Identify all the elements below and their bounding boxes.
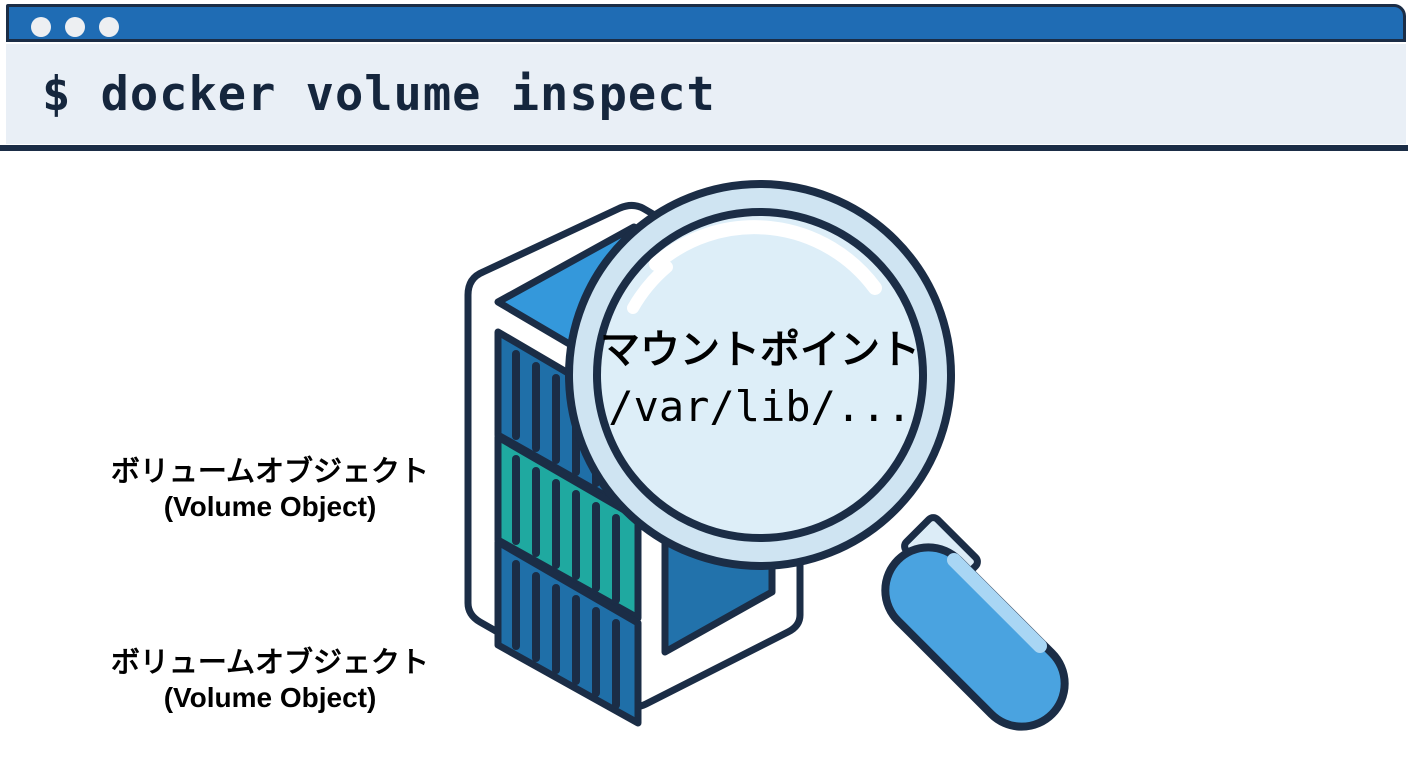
label-volume-object-top-en: (Volume Object) bbox=[163, 491, 377, 523]
magnifier-gloss-small bbox=[627, 261, 673, 314]
magnifier-lens-line-1: マウントポイント bbox=[600, 328, 920, 372]
label-volume-object-bottom-en: (Volume Object) bbox=[163, 682, 377, 714]
label-volume-object-top: ボリュームオブジェクト (Volume Object) bbox=[30, 455, 510, 525]
label-volume-object-bottom: ボリュームオブジェクト (Volume Object) bbox=[30, 646, 510, 716]
minimize-window-button[interactable] bbox=[65, 17, 85, 37]
label-volume-object-bottom-jp: ボリュームオブジェクト bbox=[110, 647, 430, 679]
command-prompt-text: $ docker volume inspect bbox=[42, 66, 716, 122]
magnifier-lens bbox=[593, 208, 927, 542]
box-slab-3-stripes bbox=[512, 560, 620, 709]
terminal-command-bar[interactable]: $ docker volume inspect bbox=[6, 44, 1406, 144]
box-left-face bbox=[494, 328, 642, 727]
chrome-divider bbox=[0, 145, 1408, 151]
maximize-window-button[interactable] bbox=[99, 17, 119, 37]
illustration-volume-inspect: マウントポイント /var/lib/... bbox=[420, 160, 1180, 760]
magnifier: マウントポイント /var/lib/... bbox=[565, 180, 1069, 731]
magnifier-gloss-large bbox=[649, 220, 882, 295]
window-titlebar bbox=[6, 4, 1406, 42]
label-volume-object-top-jp: ボリュームオブジェクト bbox=[110, 456, 430, 488]
magnifier-handle-highlight bbox=[947, 553, 1047, 653]
box-slab-2-stripes bbox=[512, 455, 620, 604]
magnifier-lens-line-2: /var/lib/... bbox=[608, 382, 911, 431]
close-window-button[interactable] bbox=[31, 17, 51, 37]
terminal-window-chrome: $ docker volume inspect bbox=[0, 0, 1408, 152]
